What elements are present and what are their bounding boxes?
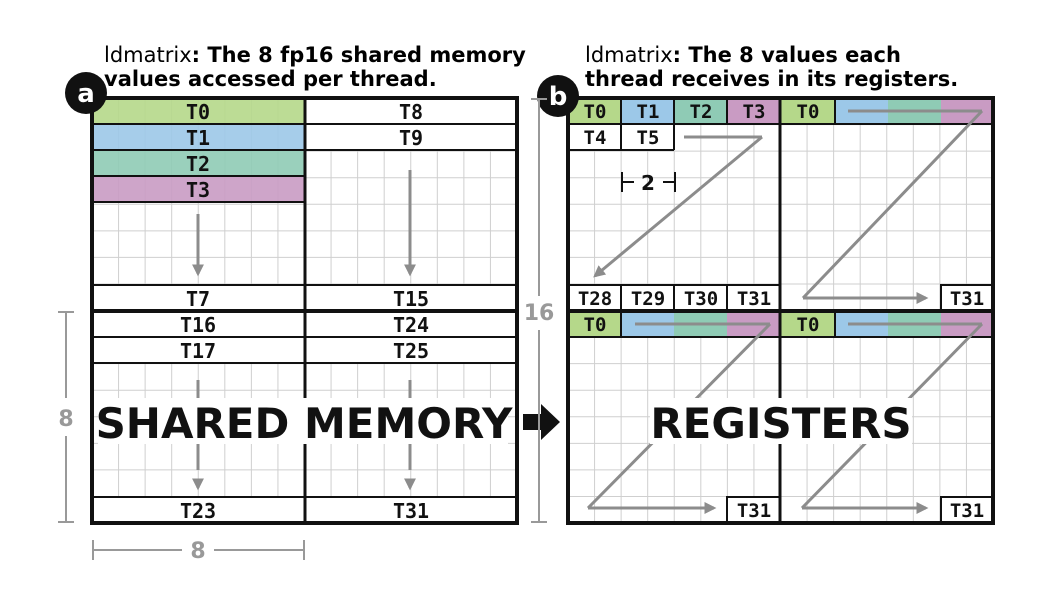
reg-label-t3: T3 <box>743 101 766 123</box>
row-fill-t23 <box>92 497 305 523</box>
reg-fill-t4 <box>568 124 621 150</box>
row-fill-t2 <box>92 150 305 176</box>
row-fill-t0 <box>92 98 305 124</box>
row-fill-t31 <box>305 497 517 523</box>
row-fill-t15 <box>305 285 517 311</box>
q4-first-label: T0 <box>797 314 820 336</box>
row-fill-t3 <box>92 176 305 202</box>
reg-fill-t5 <box>621 124 674 150</box>
caption-a-line2: values accessed per thread. <box>104 67 437 91</box>
arrow-q1-diagonal <box>593 135 763 278</box>
dimension-width-a-label: 8 <box>190 539 205 564</box>
reg-label-t1: T1 <box>637 101 660 123</box>
caption-a-code: ldmatrix <box>104 43 192 67</box>
row-label-t0: T0 <box>186 100 210 124</box>
q4-last-label: T31 <box>950 500 984 522</box>
dimension-pair-label: 2 <box>641 171 655 195</box>
caption-b-code: ldmatrix <box>585 43 673 67</box>
q2-first-label: T0 <box>797 101 820 123</box>
arrow-q2-diagonal <box>801 109 984 300</box>
reg-fill-q2-last <box>941 285 993 311</box>
row-label-t31-a: T31 <box>393 499 429 523</box>
row-fill-t16 <box>92 311 305 337</box>
caption-b-line2: thread receives in its registers. <box>585 67 958 91</box>
reg-fill-q4-last <box>941 497 993 523</box>
row-fill-t1 <box>92 124 305 150</box>
row-label-t3: T3 <box>186 178 210 202</box>
row-label-t25: T25 <box>393 339 429 363</box>
row-fill-t25 <box>305 337 517 363</box>
badge-b-letter: b <box>549 82 568 112</box>
row-fill-t8 <box>305 98 517 124</box>
q3-last-label: T31 <box>737 500 771 522</box>
row-label-t17: T17 <box>180 339 216 363</box>
row-fill-t24 <box>305 311 517 337</box>
reg-label-t29: T29 <box>631 288 665 310</box>
reg-fill-q3-last <box>727 497 780 523</box>
reg-fill-t3 <box>727 98 780 124</box>
badge-a-letter: a <box>77 79 95 109</box>
shared-memory-panel: T0 T1 T2 T3 T7 T16 T17 T23 T8 T9 T15 T24… <box>58 72 519 564</box>
row-label-t15: T15 <box>393 287 429 311</box>
reg-fill-t2 <box>674 98 727 124</box>
registers-panel: T0 T1 T2 T3 T4 T5 T28 T29 T30 T31 T0 T31… <box>524 75 995 525</box>
dimension-height-a-label: 8 <box>58 407 73 432</box>
reg-label-t30: T30 <box>684 288 718 310</box>
transfer-arrow <box>523 404 560 440</box>
registers-label: REGISTERS <box>650 399 911 448</box>
reg-label-t2: T2 <box>690 101 713 123</box>
row-fill-t9 <box>305 124 517 150</box>
badge-a <box>65 72 107 114</box>
row-label-t23: T23 <box>180 499 216 523</box>
dimension-width-a <box>92 540 305 560</box>
reg-label-t31: T31 <box>737 288 771 310</box>
row-label-t24: T24 <box>393 313 429 337</box>
dimension-pair <box>621 172 676 192</box>
row-fill-t17 <box>92 337 305 363</box>
reg-label-t4: T4 <box>584 127 607 149</box>
row-label-t9: T9 <box>399 126 423 150</box>
reg-label-t5: T5 <box>637 127 660 149</box>
badge-b <box>537 75 579 117</box>
row-label-t7: T7 <box>186 287 210 311</box>
caption-b-line1: ldmatrix: The 8 values each <box>585 43 901 67</box>
shared-memory-label: SHARED MEMORY <box>96 399 513 448</box>
reg-label-t28: T28 <box>578 288 612 310</box>
row-fill-t7 <box>92 285 305 311</box>
row-label-t8: T8 <box>399 100 423 124</box>
caption-a-line1: ldmatrix: The 8 fp16 shared memory <box>104 43 526 67</box>
q2-last-label: T31 <box>950 288 984 310</box>
q3-first-label: T0 <box>584 314 607 336</box>
dimension-height-b <box>531 98 547 523</box>
row-label-t1: T1 <box>186 126 210 150</box>
row-label-t16: T16 <box>180 313 216 337</box>
dimension-height-a <box>58 311 74 523</box>
row-label-t2: T2 <box>186 152 210 176</box>
dimension-height-b-label: 16 <box>524 301 555 326</box>
reg-fill-t1 <box>621 98 674 124</box>
reg-label-t0: T0 <box>584 101 607 123</box>
